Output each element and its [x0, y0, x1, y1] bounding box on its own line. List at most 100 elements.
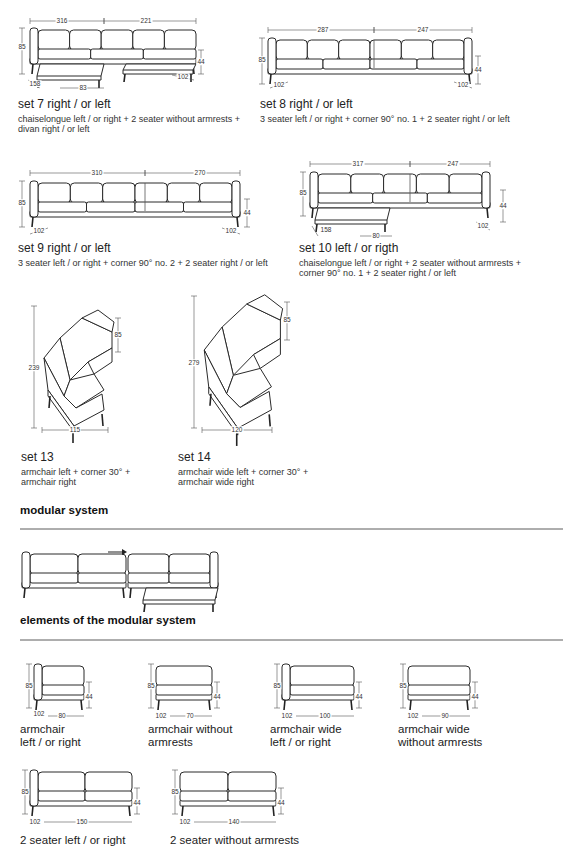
dimension-label: 102 [33, 710, 46, 717]
dimension-tick [191, 296, 197, 297]
dimension-label: 221 [140, 17, 153, 24]
dimension-label: 85 [272, 682, 281, 689]
dimension-tick [472, 682, 478, 683]
dimension-label: 44 [498, 202, 507, 209]
dimension-label: 102 [29, 818, 42, 825]
sofa-part [37, 64, 104, 76]
sofa-part [169, 573, 210, 583]
dimension-tick [26, 664, 32, 665]
arrow-head [122, 549, 127, 555]
dimension-tick [30, 18, 31, 24]
sofa-leg [32, 64, 33, 74]
sofa-part [318, 174, 351, 194]
dimension-tick [198, 50, 204, 51]
dimension-label: 44 [276, 799, 285, 806]
dimension-tick [198, 74, 204, 75]
dimension-label: 80 [57, 712, 66, 719]
sofa-leg [237, 217, 238, 227]
dimension-tick [214, 708, 220, 709]
sofa-part [228, 772, 276, 792]
set-description: armchair wide left + corner 30° + armcha… [178, 467, 313, 488]
dimension-label: 44 [84, 693, 93, 700]
dimension-label: 85 [298, 189, 307, 196]
dimension-tick [259, 38, 265, 39]
sofa-leg [316, 224, 317, 232]
sofa-leg [182, 806, 183, 816]
dimension-label: 44 [473, 66, 482, 73]
dimension-tick [172, 814, 178, 815]
element-caption: armchair left / or right [20, 723, 83, 749]
sofa-leg [410, 700, 411, 710]
sofa-part [30, 28, 38, 64]
sofa-part [85, 791, 132, 801]
dimension-label: 83 [78, 84, 87, 91]
dimension-label: 102 [33, 227, 46, 234]
dimension-tick [500, 222, 506, 223]
dimension-label: 120 [231, 426, 244, 433]
sofa-part [88, 348, 112, 374]
sofa-part [180, 791, 228, 801]
dimension-label: 102 [179, 818, 192, 825]
sofa-part [370, 59, 417, 69]
sofa-part [169, 554, 210, 574]
dimension-tick [134, 788, 140, 789]
dimension-label: 150 [76, 818, 89, 825]
sofa-part [128, 573, 169, 583]
sofa-leg [158, 700, 159, 710]
sofa-part [30, 181, 38, 217]
dimension-tick [134, 814, 140, 815]
dimension-label: 158 [320, 226, 333, 233]
dimension-label: 102 [457, 81, 470, 88]
sofa-part [87, 202, 136, 212]
sofa-part [315, 208, 390, 220]
dimension-tick [191, 428, 197, 429]
sofa-part [433, 40, 464, 60]
sofa-leg [236, 434, 238, 446]
dimension-label: 102 [225, 227, 238, 234]
dimension-line [222, 228, 240, 234]
sofa-part [384, 174, 417, 194]
sofa-part [408, 685, 470, 695]
sofa-leg [49, 396, 50, 408]
set-description: armchair left + corner 30° + armchair ri… [21, 467, 156, 488]
corner-joint [374, 40, 375, 68]
element-caption: 2 seater left / or right [20, 834, 180, 847]
sofa-part [339, 40, 370, 60]
set-description: chaiselongue left / or right + 2 seater … [299, 258, 539, 279]
sofa-part [351, 174, 384, 194]
dimension-tick [202, 427, 203, 433]
sofa-part [232, 181, 240, 217]
sofa-part [30, 573, 78, 583]
sofa-part [135, 183, 167, 203]
sofa-part [70, 30, 102, 50]
element-caption: armchair without armrests [148, 723, 234, 749]
sofa-part [449, 174, 482, 194]
sofa-part [143, 49, 196, 59]
sofa-part [85, 772, 132, 792]
dimension-tick [278, 788, 284, 789]
dimension-line [30, 173, 145, 174]
dimension-label: 317 [352, 160, 365, 167]
dimension-label: 247 [447, 160, 460, 167]
dimension-label: 70 [185, 712, 194, 719]
sofa-part [408, 666, 470, 686]
sofa-leg [273, 806, 274, 816]
dimension-tick [374, 27, 375, 33]
dimension-tick [278, 814, 284, 815]
dimension-tick [274, 708, 280, 709]
sofa-part [427, 193, 482, 203]
dimension-tick [244, 227, 250, 228]
sofa-part [416, 174, 449, 194]
dimension-tick [400, 664, 406, 665]
corner-joint [410, 174, 411, 202]
section-heading: elements of the modular system [20, 614, 196, 627]
dimension-tick [19, 28, 25, 29]
sofa-leg [270, 74, 271, 84]
sofa-part [290, 685, 354, 695]
sofa-part [417, 59, 464, 69]
element-caption: 2 seater without armrests [170, 834, 330, 847]
sofa-part [44, 358, 104, 426]
sofa-part [464, 38, 472, 74]
dimension-label: 158 [29, 80, 42, 87]
dimension-tick [115, 318, 121, 319]
